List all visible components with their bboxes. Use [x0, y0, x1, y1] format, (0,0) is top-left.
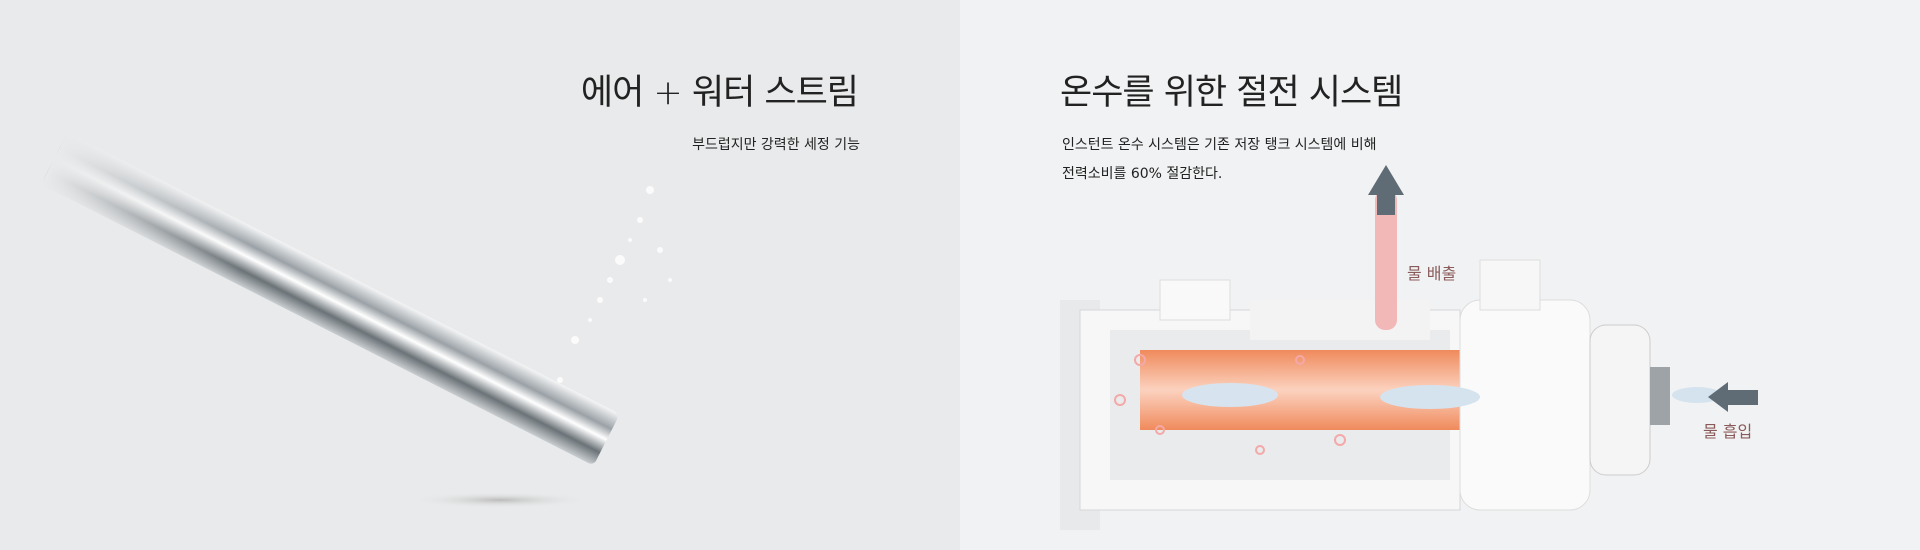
description-line: 인스턴트 온수 시스템은 기존 저장 탱크 시스템에 비해 [1062, 137, 1377, 153]
water-outlet-label: 물 배출 [1407, 264, 1457, 283]
inlet-arrow-icon [1708, 382, 1758, 412]
nozzle-illustration [41, 132, 672, 508]
water-inlet-label: 물 흡입 [1703, 422, 1753, 441]
panel-subtitle: 부드럽지만 강력한 세정 기능 [692, 137, 860, 153]
power-saving-panel: 온수를 위한 절전 시스템 인스턴트 온수 시스템은 기존 저장 탱크 시스템에… [960, 0, 1920, 550]
panel-description: 인스턴트 온수 시스템은 기존 저장 탱크 시스템에 비해 전력소비를 60% … [1062, 131, 1377, 189]
outlet-arrow-icon [1368, 165, 1404, 215]
air-water-stream-panel: 에어 + 워터 스트림 부드럽지만 강력한 세정 기능 [0, 0, 960, 550]
heater-diagram [1060, 165, 1758, 530]
panel-title: 에어 + 워터 스트림 [580, 73, 859, 113]
panel-title: 온수를 위한 절전 시스템 [1060, 73, 1403, 113]
description-line: 전력소비를 60% 절감한다. [1062, 166, 1223, 182]
